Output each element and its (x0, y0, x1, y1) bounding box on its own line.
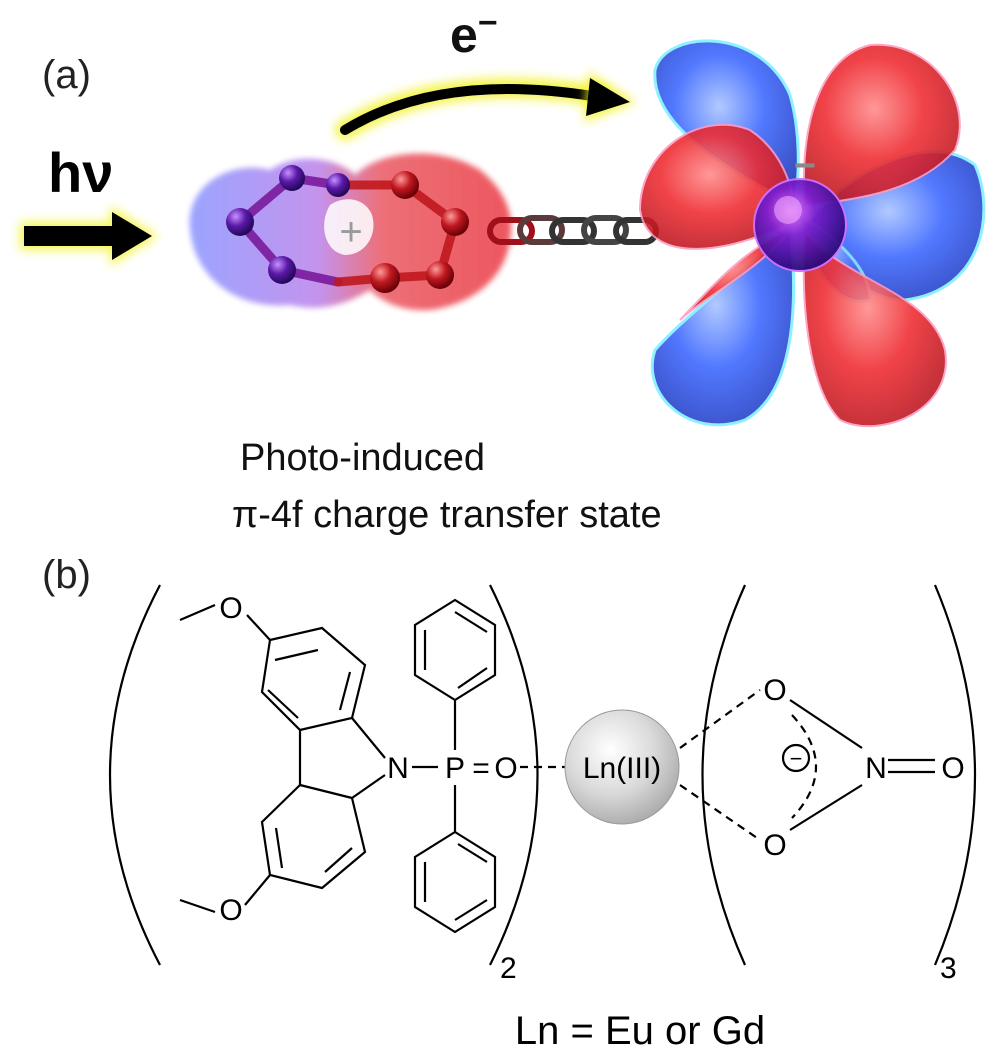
panel-a: (a) hν e− + (20, 4, 986, 536)
nitrate-charge-sign: − (790, 746, 803, 771)
atom-o-methoxy-top: O (219, 592, 242, 625)
lanthanide-ion-sphere (753, 178, 847, 272)
subscript-ligand: 2 (500, 952, 517, 985)
chain-linker (487, 215, 659, 245)
nitrate-bracket-right (933, 584, 977, 966)
atom-o-nitrate-top: O (763, 674, 786, 707)
f-orbital (638, 39, 986, 428)
plus-sign: + (339, 210, 362, 254)
minus-sign: − (794, 145, 816, 187)
double-bond-symbol: = (472, 752, 490, 785)
atom-o-nitrate-bottom: O (763, 829, 786, 862)
ligand-structure (179, 598, 568, 934)
metal-label: Ln(III) (583, 752, 661, 785)
lanthanide-legend: Ln = Eu or Gd (515, 1009, 765, 1053)
ligand-bracket-right (489, 584, 539, 966)
nitrate-brackets (701, 584, 977, 966)
atom-o-nitrate-terminal: O (941, 752, 964, 785)
atom-p: P (445, 752, 465, 785)
panel-b: (b) (42, 553, 977, 1053)
photon-label: hν (48, 141, 113, 204)
ligand-bracket-left (109, 584, 161, 966)
caption-line-1: Photo-induced (240, 437, 485, 479)
photon-arrow (20, 206, 158, 266)
orbital-lobe-red-bottom-right (802, 227, 947, 428)
caption-line-2: π-4f charge transfer state (232, 494, 662, 536)
atom-o-phosphoryl: O (494, 752, 517, 785)
nitrate-bracket-left (701, 584, 747, 966)
nitrate-structure (679, 689, 935, 841)
panel-b-label: (b) (42, 553, 91, 597)
panel-a-label: (a) (42, 53, 91, 97)
atom-o-methoxy-bottom: O (219, 894, 242, 927)
nitrate-charge-circle (781, 743, 811, 773)
electron-transfer-arrow (335, 72, 636, 140)
subscript-nitrate: 3 (940, 952, 957, 985)
atom-n-carbazole: N (387, 752, 409, 785)
ligand-brackets (109, 584, 539, 966)
orbital-lobe-red-top-right (802, 43, 961, 207)
metal-sphere (564, 709, 680, 825)
electron-label: e− (450, 4, 498, 63)
donor-molecule (226, 165, 469, 293)
atom-n-nitrate: N (865, 752, 887, 785)
